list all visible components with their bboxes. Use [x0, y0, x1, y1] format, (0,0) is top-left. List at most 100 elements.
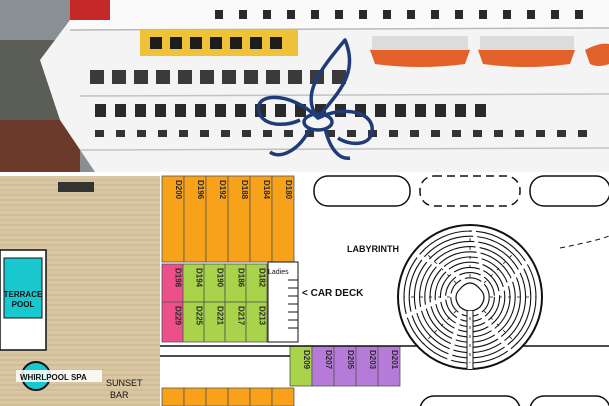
cabin-d192[interactable]: D192: [205, 175, 229, 263]
cabin-label: D192: [218, 180, 227, 200]
window: [175, 104, 186, 117]
cabin-d225[interactable]: D225: [182, 301, 205, 343]
window: [235, 104, 246, 117]
cabin-label: D194: [195, 268, 204, 288]
window: [135, 104, 146, 117]
porthole: [536, 130, 545, 137]
cabin-label: D207: [324, 350, 333, 370]
porthole: [431, 130, 440, 137]
ladies-label: Ladies: [268, 269, 289, 276]
window: [503, 10, 511, 19]
cabin-label: D203: [368, 350, 377, 370]
cabin-label: D213: [258, 306, 267, 326]
cabin-label: D190: [216, 268, 225, 288]
sunset-bar-label-line2: BAR: [110, 390, 129, 400]
porthole: [389, 130, 398, 137]
cabin-d213[interactable]: D213: [245, 301, 268, 343]
porthole: [494, 130, 503, 137]
cabin-label: D229: [174, 306, 183, 326]
window: [315, 104, 326, 117]
ship-photo: [0, 0, 609, 172]
cabin-label: D184: [262, 180, 271, 200]
porthole: [263, 130, 272, 137]
cabin-box: [245, 301, 268, 343]
window: [455, 104, 466, 117]
cabin-box-partial: [161, 387, 185, 406]
window: [215, 104, 226, 117]
ladies-restroom: Ladies: [267, 261, 299, 343]
window: [395, 104, 406, 117]
window: [263, 10, 271, 19]
cabin-d190[interactable]: D190: [203, 263, 226, 303]
cabin-d182[interactable]: D182: [245, 263, 268, 303]
cabin-label: D201: [390, 350, 399, 370]
porthole: [452, 130, 461, 137]
cabin-label: D182: [258, 268, 267, 288]
cabins-bottom-row-partial: [161, 387, 295, 406]
window: [287, 10, 295, 19]
porthole: [305, 130, 314, 137]
cabin-box-partial: [271, 387, 295, 406]
cabin-d194[interactable]: D194: [182, 263, 205, 303]
whirlpool-spa-label: WHIRLPOOL SPA: [20, 373, 87, 382]
cabin-d229[interactable]: D229: [161, 301, 184, 343]
window: [383, 10, 391, 19]
window: [195, 104, 206, 117]
cabin-d203[interactable]: D203: [355, 345, 379, 387]
window: [359, 10, 367, 19]
cabin-d200[interactable]: D200: [161, 175, 185, 263]
lifeboat-3: [585, 43, 609, 66]
labyrinth-icon: [397, 224, 543, 370]
cabin-d184[interactable]: D184: [249, 175, 273, 263]
porthole: [284, 130, 293, 137]
window: [551, 10, 559, 19]
deck-line-1: [69, 27, 609, 31]
cabin-d186[interactable]: D186: [224, 263, 247, 303]
cabin-d188[interactable]: D188: [227, 175, 251, 263]
fleur-de-lis-emblem-icon: [256, 38, 374, 160]
cabin-d198[interactable]: D198: [161, 263, 184, 303]
cabin-d217[interactable]: D217: [224, 301, 247, 343]
window: [527, 10, 535, 19]
window: [95, 104, 106, 117]
cabin-d201[interactable]: D201: [377, 345, 401, 387]
deck-plan: TERRACE POOL WHIRLPOOL SPA SUNSET BAR D2…: [0, 172, 609, 406]
cabin-label: D217: [237, 306, 246, 326]
dashed-path: [559, 235, 609, 249]
cabin-d221[interactable]: D221: [203, 301, 226, 343]
window: [288, 70, 302, 84]
deck-line-3: [79, 147, 609, 151]
window: [375, 104, 386, 117]
terrace-pool-label-line2: POOL: [12, 300, 35, 309]
window: [244, 70, 258, 84]
cabin-d207[interactable]: D207: [311, 345, 335, 387]
window: [215, 10, 223, 19]
window: [435, 104, 446, 117]
window: [115, 104, 126, 117]
cabin-d205[interactable]: D205: [333, 345, 357, 387]
window: [266, 70, 280, 84]
cabin-label: D209: [302, 350, 311, 370]
window: [134, 70, 148, 84]
cabin-label: D221: [216, 306, 225, 326]
bottom-bays: [419, 395, 609, 406]
porthole: [347, 130, 356, 137]
window: [575, 10, 583, 19]
cabin-d209[interactable]: D209: [289, 345, 313, 387]
window: [222, 70, 236, 84]
porthole: [116, 130, 125, 137]
window: [355, 104, 366, 117]
cabin-d180[interactable]: D180: [271, 175, 295, 263]
top-bays: [313, 175, 609, 207]
window: [332, 70, 346, 84]
deck-line-2: [79, 93, 609, 97]
porthole: [179, 130, 188, 137]
cabin-label: D188: [240, 180, 249, 200]
cabin-d196[interactable]: D196: [183, 175, 207, 263]
window: [335, 10, 343, 19]
window: [112, 70, 126, 84]
